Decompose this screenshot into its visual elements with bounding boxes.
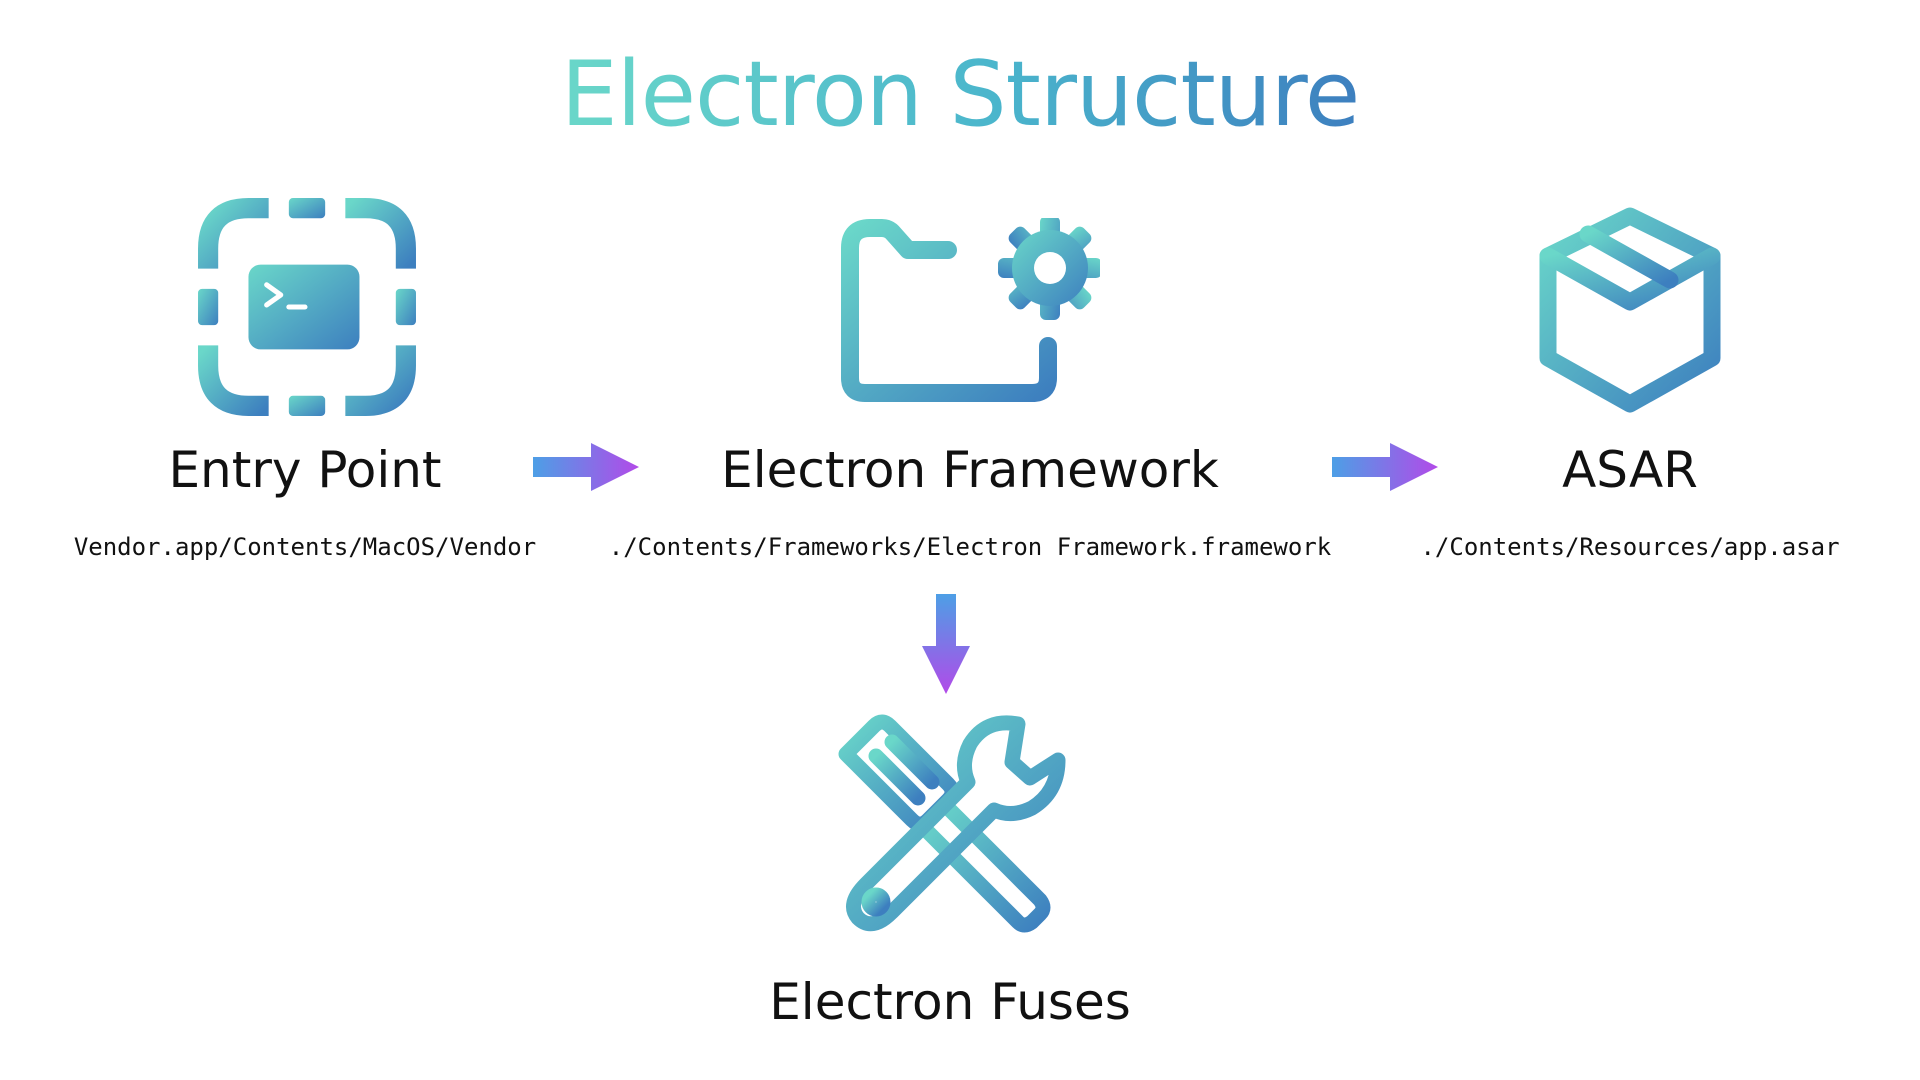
arrow-entry-to-framework [533, 443, 639, 491]
node-path-asar: ./Contents/Resources/app.asar [1420, 533, 1840, 561]
node-label-electron-fuses: Electron Fuses [769, 973, 1131, 1031]
diagram-title: Electron Structure [560, 42, 1360, 147]
node-label-electron-framework: Electron Framework [721, 441, 1219, 499]
node-path-entry-point: Vendor.app/Contents/MacOS/Vendor [73, 533, 537, 561]
arrow-framework-to-asar [1332, 443, 1438, 491]
node-label-entry-point: Entry Point [168, 441, 442, 499]
package-box-icon [1539, 207, 1721, 413]
folder-gear-icon [841, 218, 1100, 402]
node-label-asar: ASAR [1562, 441, 1698, 499]
node-path-electron-framework: ./Contents/Frameworks/Electron Framework… [608, 533, 1332, 561]
tools-icon [838, 714, 1066, 933]
arrow-framework-to-fuses [922, 594, 970, 694]
terminal-icon [198, 198, 416, 416]
